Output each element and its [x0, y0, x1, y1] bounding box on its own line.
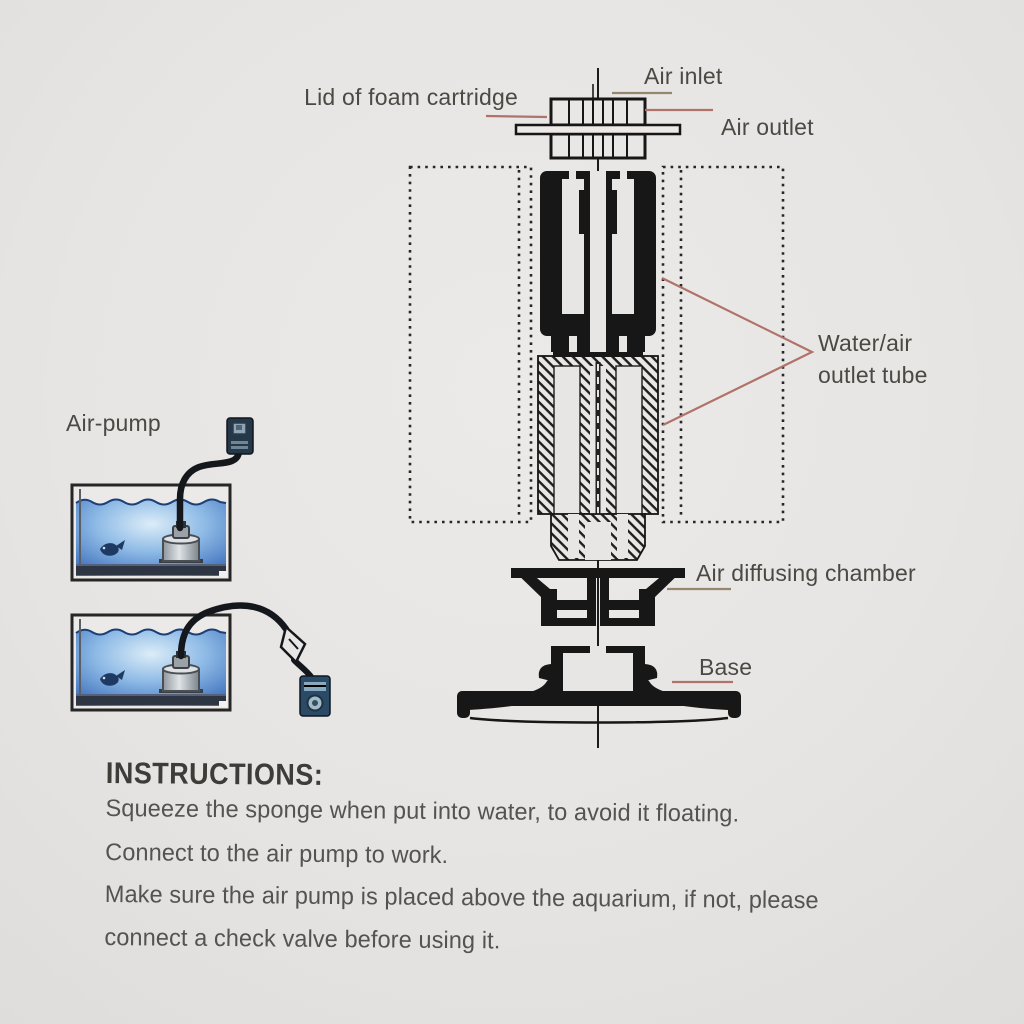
label-air-diffusing-chamber: Air diffusing chamber [696, 560, 916, 586]
label-air-inlet: Air inlet [644, 63, 723, 89]
label-water-air-outlet-tube: Water/air outlet tube [818, 330, 928, 388]
air-tube-1 [176, 448, 243, 532]
tank-2 [70, 613, 232, 712]
label-air-outlet: Air outlet [721, 114, 814, 140]
pointer-lines [485, 91, 815, 684]
lid-drawing [514, 97, 682, 160]
base-drawing [457, 646, 741, 724]
instruction-line: connect a check valve before using it. [104, 924, 501, 955]
instruction-line: Connect to the air pump to work. [105, 839, 449, 869]
tank-1 [70, 483, 232, 582]
instruction-line: Make sure the air pump is placed above t… [104, 881, 819, 915]
label-base: Base [699, 654, 753, 680]
air-diffusing-chamber-drawing [511, 568, 685, 626]
fish-icon [100, 670, 125, 686]
air-pump-device-2 [299, 675, 331, 717]
inner-tube-drawing [537, 352, 659, 561]
aquarium-illustration [70, 417, 331, 717]
air-pump-device-1 [226, 417, 254, 455]
foam-cartridge-outline [408, 165, 785, 524]
air-tube-2 [177, 602, 290, 660]
label-lid-of-foam-cartridge: Lid of foam cartridge [304, 84, 518, 110]
instruction-line: Squeeze the sponge when put into water, … [105, 795, 740, 828]
exploded-diagram [408, 68, 815, 748]
check-valve [279, 624, 307, 665]
instructions-heading: INSTRUCTIONS: [105, 757, 324, 792]
label-air-pump: Air-pump [66, 410, 161, 436]
fish-icon [100, 540, 125, 556]
upper-outlet-tube-drawing [540, 171, 656, 352]
